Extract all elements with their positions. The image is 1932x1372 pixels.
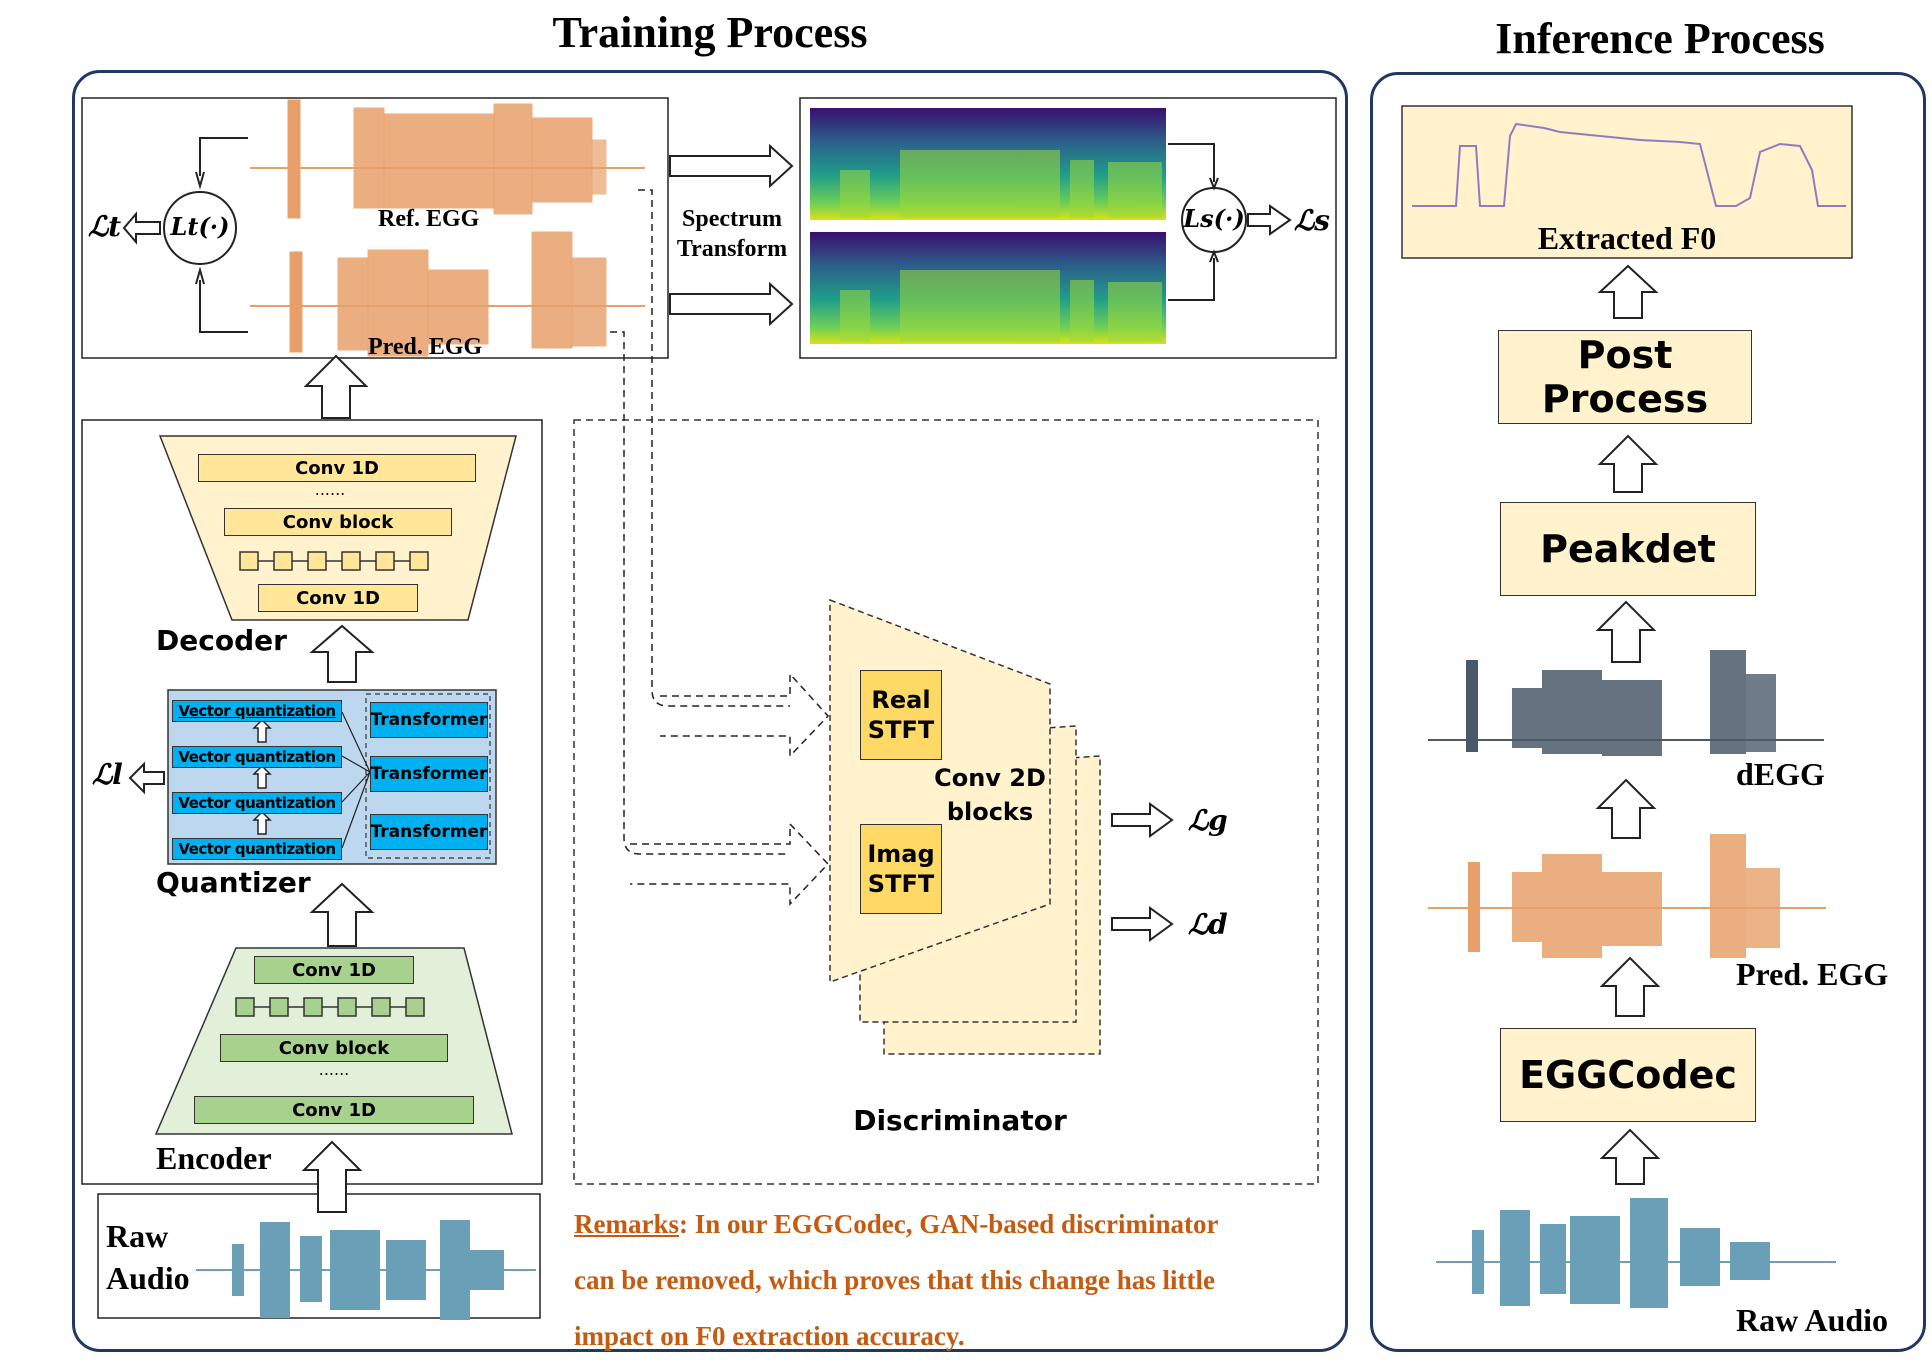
ll-loss-label: ℒl [92, 758, 123, 791]
pred-egg-waveform [250, 231, 645, 357]
decoder-title: Decoder [156, 624, 287, 657]
remarks-text-1: : In our EGGCodec, GAN-based discriminat… [678, 1209, 1219, 1239]
decoder-conv-block: Conv block [224, 508, 452, 536]
discriminator-title: Discriminator [853, 1104, 1067, 1137]
encoder-title: Encoder [156, 1140, 272, 1176]
ld-loss-label: ℒd [1188, 908, 1228, 941]
degg-waveform [1428, 650, 1824, 756]
pred-egg-inference-waveform [1428, 834, 1826, 958]
codec-box [81, 419, 543, 1185]
raw-audio-inference-label: Raw Audio [1736, 1302, 1889, 1338]
spectrum-transform-label-2: Transform [676, 236, 788, 262]
ref-egg-waveform [250, 99, 645, 219]
lg-loss-label: ℒg [1188, 804, 1228, 837]
lt-loss-label: ℒt [88, 210, 122, 243]
imag-stft-label-1: Imag [867, 840, 935, 868]
ls-function-label: Ls(·) [1183, 204, 1245, 233]
lt-function-label: Lt(·) [170, 212, 230, 241]
decoder-chain [239, 551, 429, 571]
real-stft-label-2: STFT [867, 716, 935, 744]
real-stft-block: Real STFT [860, 670, 942, 760]
encoder-conv-block: Conv block [220, 1034, 448, 1062]
eggcodec-box: EGGCodec [1500, 1028, 1756, 1122]
extracted-f0-label: Extracted F0 [1537, 220, 1717, 256]
raw-audio-waveform [196, 1220, 536, 1320]
remarks-label: Remarks [574, 1209, 679, 1239]
f0-curve [1412, 122, 1846, 207]
conv2d-label-1: Conv 2D [934, 764, 1046, 792]
encoder-conv1d-top: Conv 1D [254, 956, 414, 984]
pred-spectrogram [810, 232, 1166, 344]
real-stft-label-1: Real [871, 686, 931, 714]
raw-audio-inference-waveform [1436, 1198, 1836, 1308]
remarks-text-3: impact on F0 extraction accuracy. [574, 1321, 965, 1351]
remarks-text-2: can be removed, which proves that this c… [574, 1265, 1215, 1295]
raw-audio-label-2: Audio [106, 1260, 190, 1296]
ref-spectrogram [810, 108, 1166, 220]
inference-panel [1370, 72, 1926, 1352]
vq-block-1: Vector quantization [172, 700, 342, 722]
transformer-block-3: Transformer [370, 814, 488, 850]
decoder-dots: ...... [314, 480, 346, 499]
ref-egg-label: Ref. EGG [378, 206, 480, 232]
pred-egg-inference-label: Pred. EGG [1736, 956, 1889, 992]
training-title: Training Process [552, 7, 868, 57]
ls-loss-label: ℒs [1294, 204, 1330, 237]
remarks: Remarks: In our EGGCodec, GAN-based disc… [574, 1196, 1314, 1364]
inference-title: Inference Process [1495, 13, 1825, 63]
transformer-block-2: Transformer [370, 756, 488, 792]
conv2d-label: Conv 2D blocks [930, 762, 1050, 829]
spectrum-transform-label-1: Spectrum [682, 206, 782, 232]
raw-audio-label-1: Raw [106, 1218, 169, 1254]
encoder-conv1d-bottom: Conv 1D [194, 1096, 474, 1124]
encoder-chain [235, 997, 425, 1017]
imag-stft-label-2: STFT [867, 870, 935, 898]
vq-block-4: Vector quantization [172, 838, 342, 860]
training-panel [72, 70, 1348, 1352]
degg-label: dEGG [1736, 756, 1825, 792]
discriminator-box [573, 419, 1319, 1185]
decoder-conv1d-top: Conv 1D [198, 454, 476, 482]
lt-loop-top [199, 137, 248, 176]
pred-egg-label: Pred. EGG [368, 334, 483, 360]
lt-loop-bottom [199, 280, 248, 333]
vq-block-2: Vector quantization [172, 746, 342, 768]
vq-block-3: Vector quantization [172, 792, 342, 814]
quantizer-title: Quantizer [156, 866, 311, 899]
post-process-box: Post Process [1498, 330, 1752, 424]
extracted-f0-box [1401, 105, 1853, 259]
decoder-conv1d-bottom: Conv 1D [258, 584, 418, 612]
encoder-dots: ...... [318, 1060, 350, 1079]
conv2d-label-2: blocks [946, 797, 1034, 826]
transformer-block-1: Transformer [370, 702, 488, 738]
peakdet-box: Peakdet [1500, 502, 1756, 596]
imag-stft-block: Imag STFT [860, 824, 942, 914]
lt-circle [163, 191, 237, 265]
